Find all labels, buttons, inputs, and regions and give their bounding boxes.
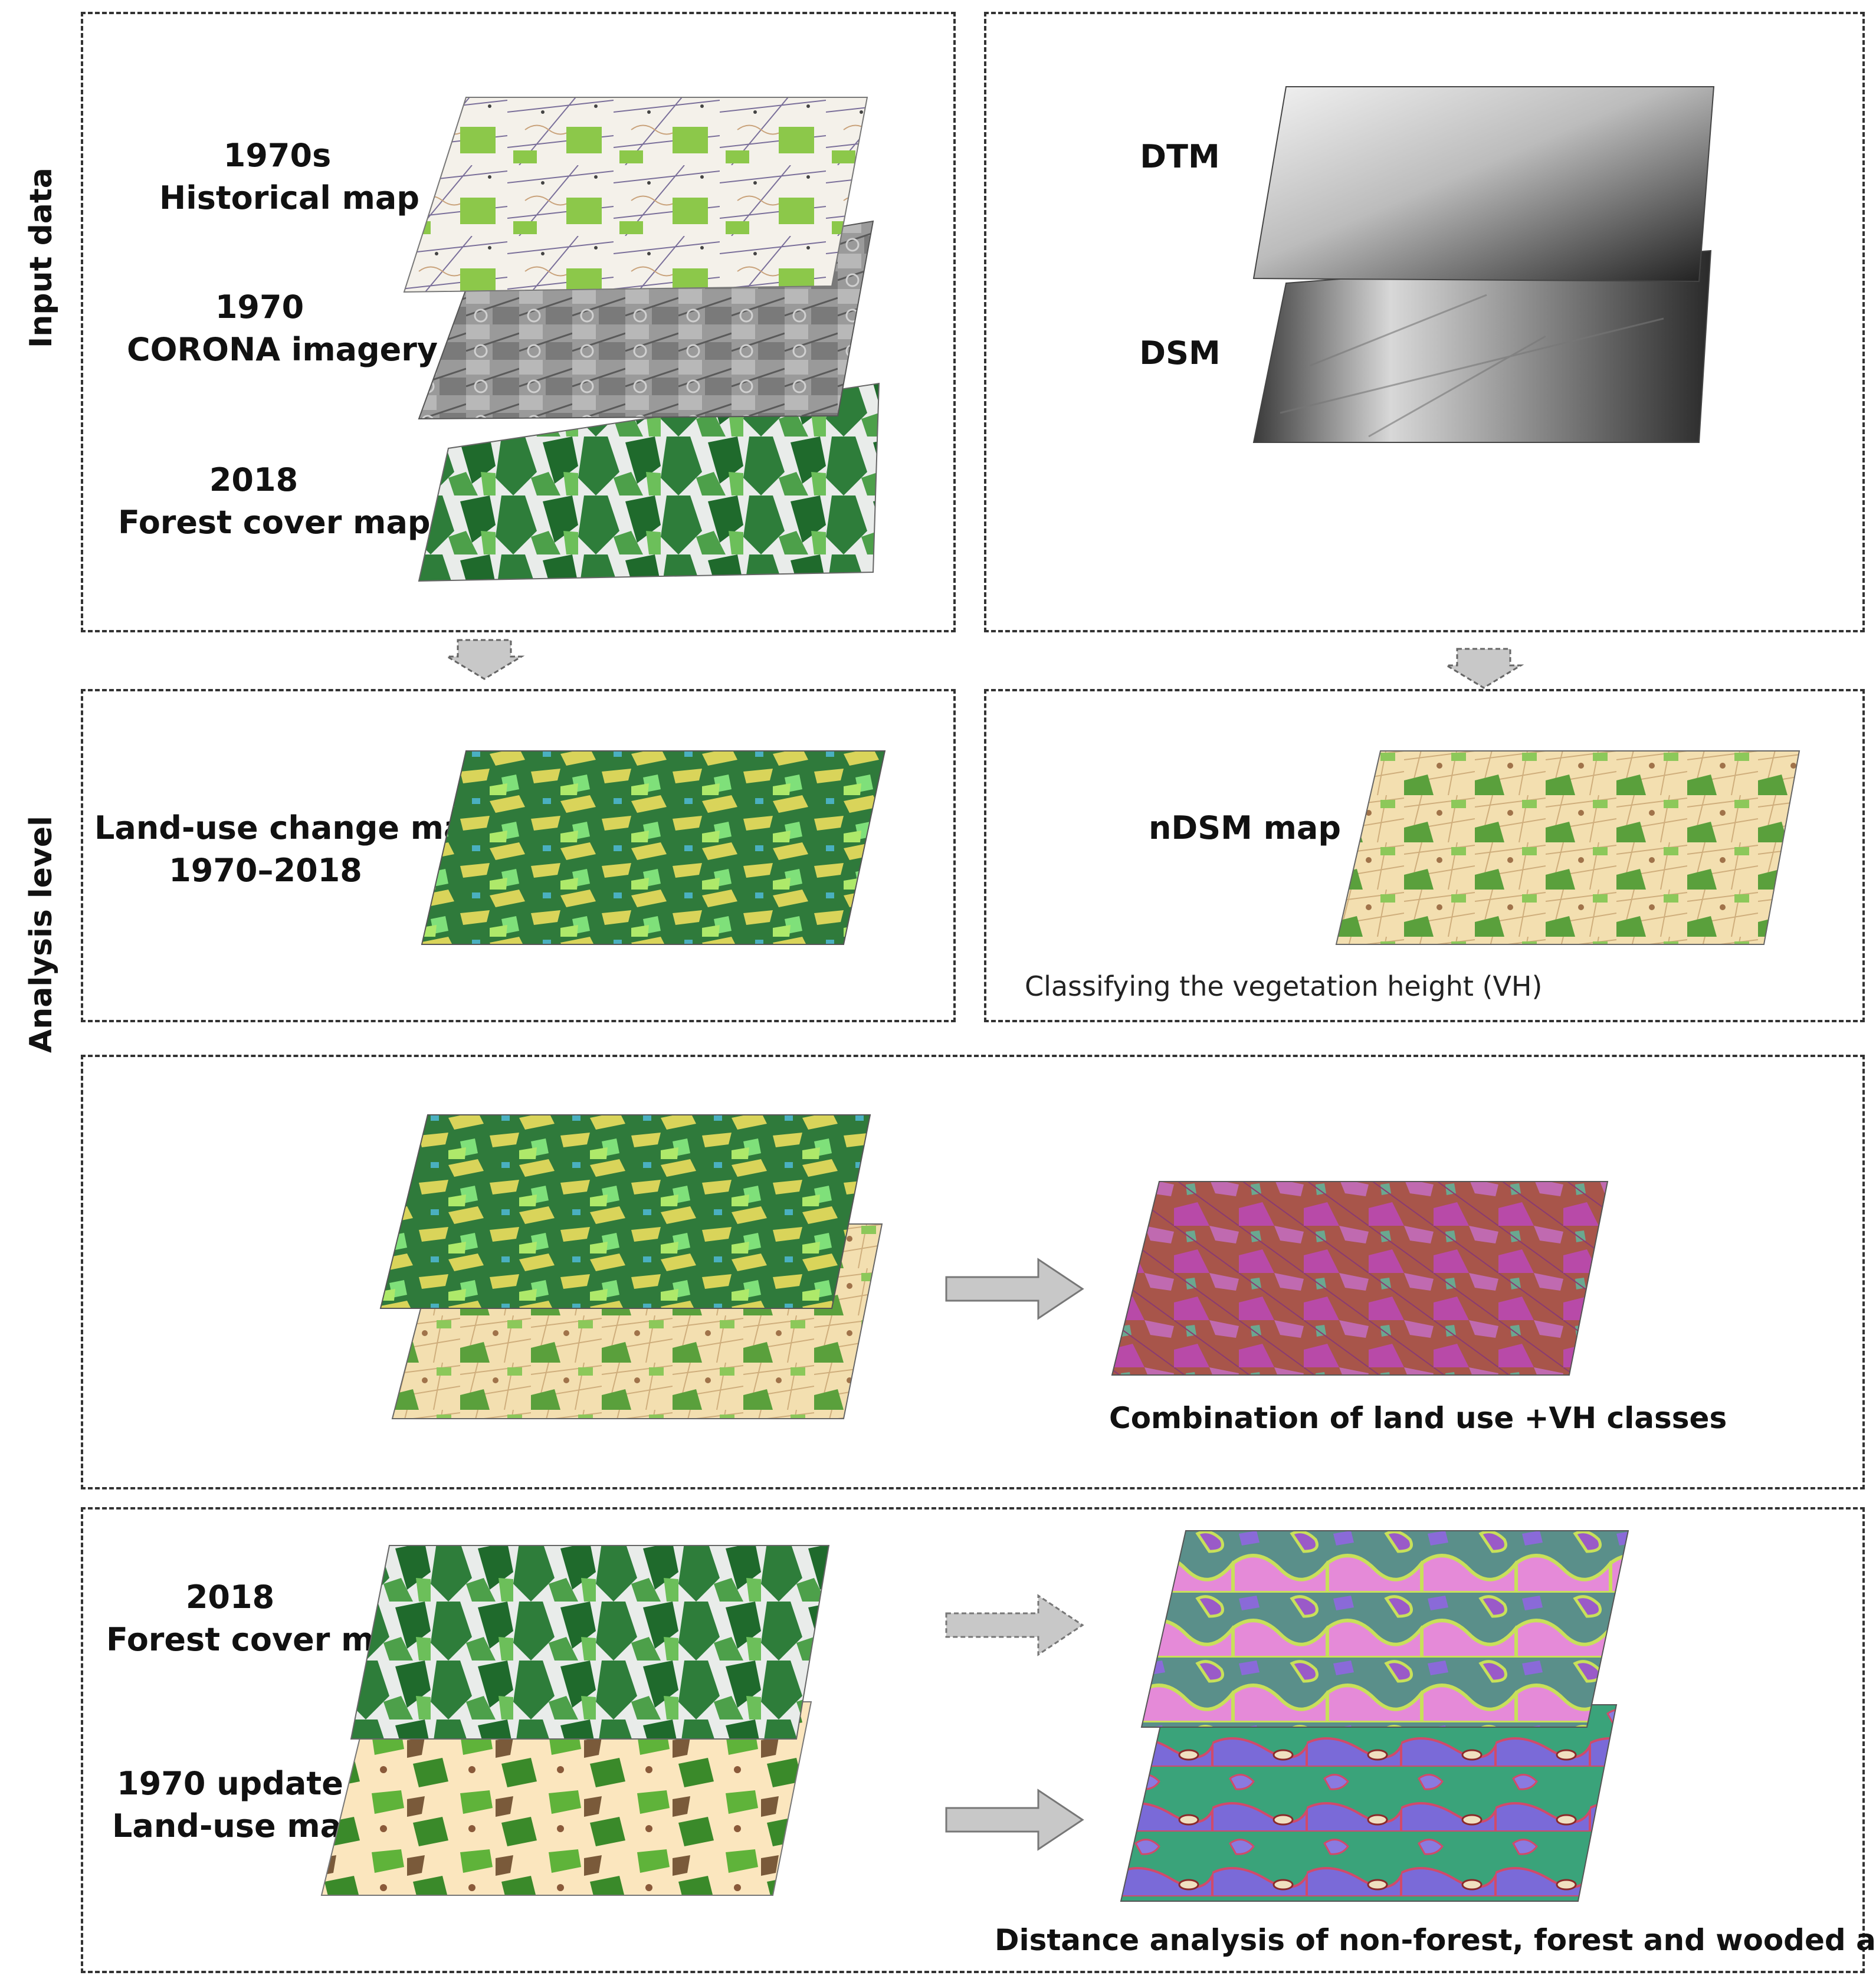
land-use-change-title: Land-use change map: [94, 809, 488, 846]
corona-imagery-label: 1970 CORONA imagery: [127, 286, 438, 371]
dtm-label: DTM: [1140, 138, 1220, 175]
ndsm-layer: [1335, 750, 1800, 945]
corona-name: CORONA imagery: [127, 331, 438, 368]
corona-year: 1970: [215, 288, 304, 326]
distance-right-arrow-2-icon: [945, 1789, 1084, 1851]
distance-forest-cover-layer: [350, 1545, 830, 1740]
distance-right-arrow-1-icon: [945, 1594, 1084, 1656]
forest-cover-name: Forest cover map: [118, 504, 431, 541]
analysis-left-panel: [81, 689, 956, 1022]
down-arrow-left-icon: [444, 639, 525, 680]
analysis-level-side-label: Analysis level: [24, 816, 59, 1053]
combination-panel: [81, 1055, 1865, 1489]
down-arrow-right-icon: [1443, 648, 1524, 689]
combination-right-arrow-icon: [945, 1258, 1084, 1320]
vegetation-height-note: Classifying the vegetation height (VH): [1025, 970, 1543, 1002]
input-data-side-label: Input data: [24, 168, 59, 348]
land-use-change-period: 1970–2018: [169, 852, 362, 889]
combination-land-use-layer: [379, 1114, 871, 1309]
dsm-layer: [1252, 250, 1712, 443]
dtm-layer: [1252, 86, 1715, 283]
land-use-1970-line2: Land-use map: [112, 1807, 365, 1845]
combination-caption: Combination of land use +VH classes: [1109, 1401, 1727, 1435]
land-use-change-label: Land-use change map 1970–2018: [94, 807, 488, 892]
distance-forest-year: 2018: [185, 1579, 275, 1616]
land-use-1970-line1: 1970 update: [117, 1765, 343, 1802]
combination-result-layer: [1111, 1181, 1609, 1376]
historical-map-layer: [403, 97, 868, 293]
land-use-change-layer: [421, 750, 886, 945]
forest-cover-year: 2018: [209, 461, 299, 498]
forest-cover-label: 2018 Forest cover map: [118, 459, 431, 544]
distance-result-1-layer: [1140, 1530, 1629, 1728]
input-right-panel: [984, 12, 1865, 632]
input-left-panel: [81, 12, 956, 632]
historical-map-label: 1970s Historical map: [159, 134, 420, 219]
distance-panel: [81, 1507, 1865, 1973]
historical-map-year: 1970s: [223, 137, 332, 174]
land-use-1970-label: 1970 update Land-use map: [112, 1763, 365, 1848]
distance-forest-name: Forest cover map: [106, 1621, 419, 1658]
analysis-right-panel: [984, 689, 1865, 1022]
distance-forest-label: 2018 Forest cover map: [106, 1576, 419, 1661]
historical-map-name: Historical map: [159, 179, 420, 216]
ndsm-map-label: nDSM map: [1148, 809, 1342, 846]
dsm-label: DSM: [1139, 334, 1221, 372]
distance-caption: Distance analysis of non-forest, forest …: [995, 1923, 1876, 1957]
